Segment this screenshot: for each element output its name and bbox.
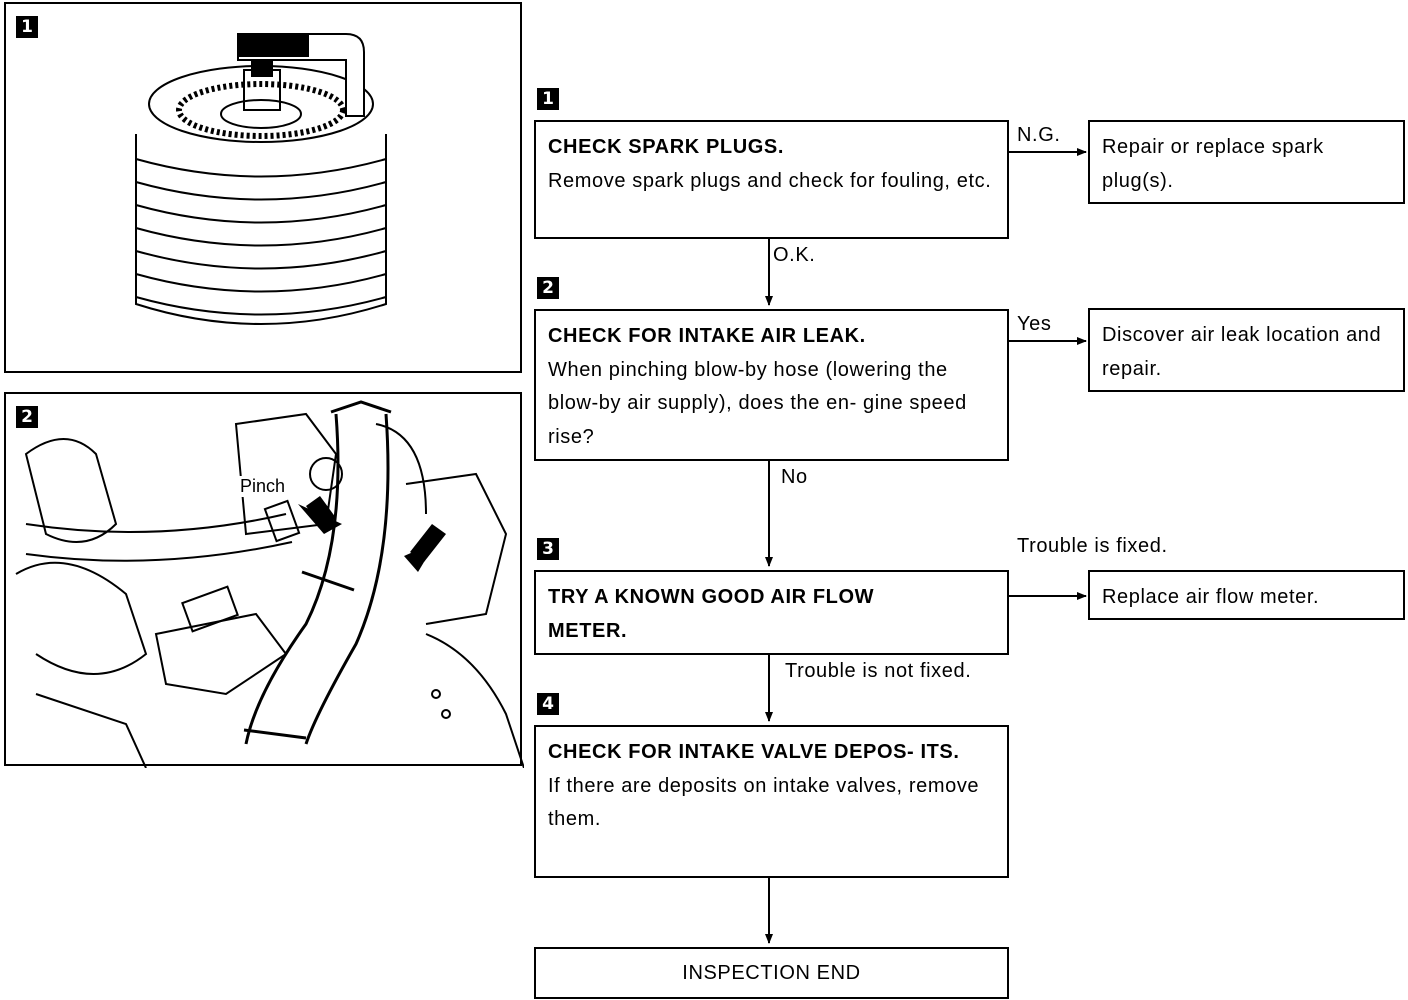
step-1-box: CHECK SPARK PLUGS. Remove spark plugs an…	[534, 120, 1009, 239]
transition-ok-label: O.K.	[773, 244, 816, 266]
step-4-title: CHECK FOR INTAKE VALVE DEPOS- ITS.	[548, 741, 960, 763]
step-2-number: 2	[537, 277, 559, 299]
condition-ng-label: N.G.	[1017, 124, 1061, 146]
step-3-title: TRY A KNOWN GOOD AIR FLOW METER.	[548, 586, 875, 642]
step-2-body: When pinching blow-by hose (lowering the…	[548, 358, 967, 448]
condition-fixed-label: Trouble is fixed.	[1017, 535, 1168, 557]
step-4-number: 4	[537, 693, 559, 715]
figure-1-spark-plug: 1	[4, 2, 522, 373]
step-3-number: 3	[537, 538, 559, 560]
step-2-box: CHECK FOR INTAKE AIR LEAK. When pinching…	[534, 309, 1009, 461]
outcome-2-box: Discover air leak location and repair.	[1088, 308, 1405, 392]
step-4-body: If there are deposits on intake valves, …	[548, 774, 980, 831]
spark-plug-illustration	[135, 33, 387, 325]
figure-2-number: 2	[16, 406, 38, 428]
transition-no-label: No	[781, 466, 808, 488]
figure-1-number: 1	[16, 16, 38, 38]
condition-yes-label: Yes	[1017, 313, 1052, 335]
step-2-title: CHECK FOR INTAKE AIR LEAK.	[548, 325, 866, 347]
step-1-number: 1	[537, 88, 559, 110]
step-4-box: CHECK FOR INTAKE VALVE DEPOS- ITS. If th…	[534, 725, 1009, 878]
figure-2-blow-by-hose: 2	[4, 392, 524, 768]
pinch-callout: Pinch	[238, 476, 288, 497]
step-3-box: TRY A KNOWN GOOD AIR FLOW METER.	[534, 570, 1009, 655]
step-1-title: CHECK SPARK PLUGS.	[548, 136, 785, 158]
outcome-3-box: Replace air flow meter.	[1088, 570, 1405, 620]
transition-not-fixed-label: Trouble is not fixed.	[785, 660, 972, 682]
outcome-1-box: Repair or replace spark plug(s).	[1088, 120, 1405, 204]
step-1-body: Remove spark plugs and check for fouling…	[548, 169, 992, 192]
engine-hose-illustration	[15, 400, 524, 768]
inspection-end-box: INSPECTION END	[534, 947, 1009, 999]
